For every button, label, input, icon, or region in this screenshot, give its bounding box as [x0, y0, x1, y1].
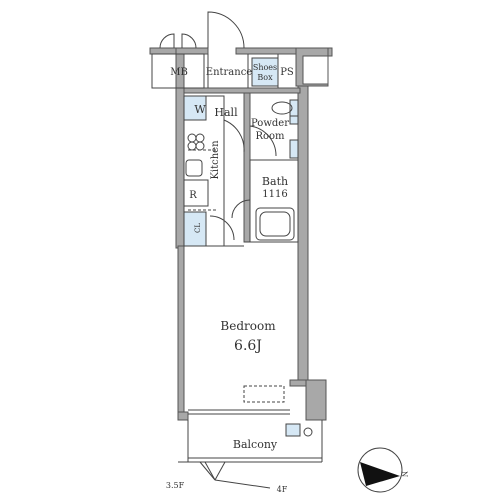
floor-left-label: 3.5F [166, 481, 185, 490]
powder-room-label-1: Powder [251, 118, 289, 129]
floor-right-label: 4F [277, 485, 288, 494]
structural-walls [149, 47, 333, 421]
north-label: N [400, 471, 408, 477]
shoes-box-label-1: Shoes [253, 63, 277, 72]
hall-label: Hall [214, 106, 238, 119]
ps-label: PS [280, 67, 294, 78]
fixture-details [183, 99, 313, 437]
refrigerator-label: R [189, 190, 197, 201]
north-arrow [357, 447, 403, 493]
mb-label: MB [170, 67, 188, 78]
shoes-box-label-2: Box [257, 73, 273, 82]
powder-room-label-2: Room [255, 131, 285, 142]
balcony-label: Balcony [233, 438, 278, 451]
bath-label: Bath [262, 175, 288, 188]
bedroom-label: Bedroom [220, 319, 276, 333]
closet-label: CL [194, 223, 202, 233]
labels: MB Entrance Shoes Box PS W Hall Powder R… [166, 63, 408, 494]
bath-size-label: 1116 [262, 189, 287, 200]
kitchen-label: Kitchen [210, 140, 221, 180]
entrance-label: Entrance [206, 67, 253, 78]
bedroom-size-label: 6.6J [234, 338, 262, 354]
washer-label: W [194, 103, 206, 116]
fixtures [183, 57, 301, 437]
